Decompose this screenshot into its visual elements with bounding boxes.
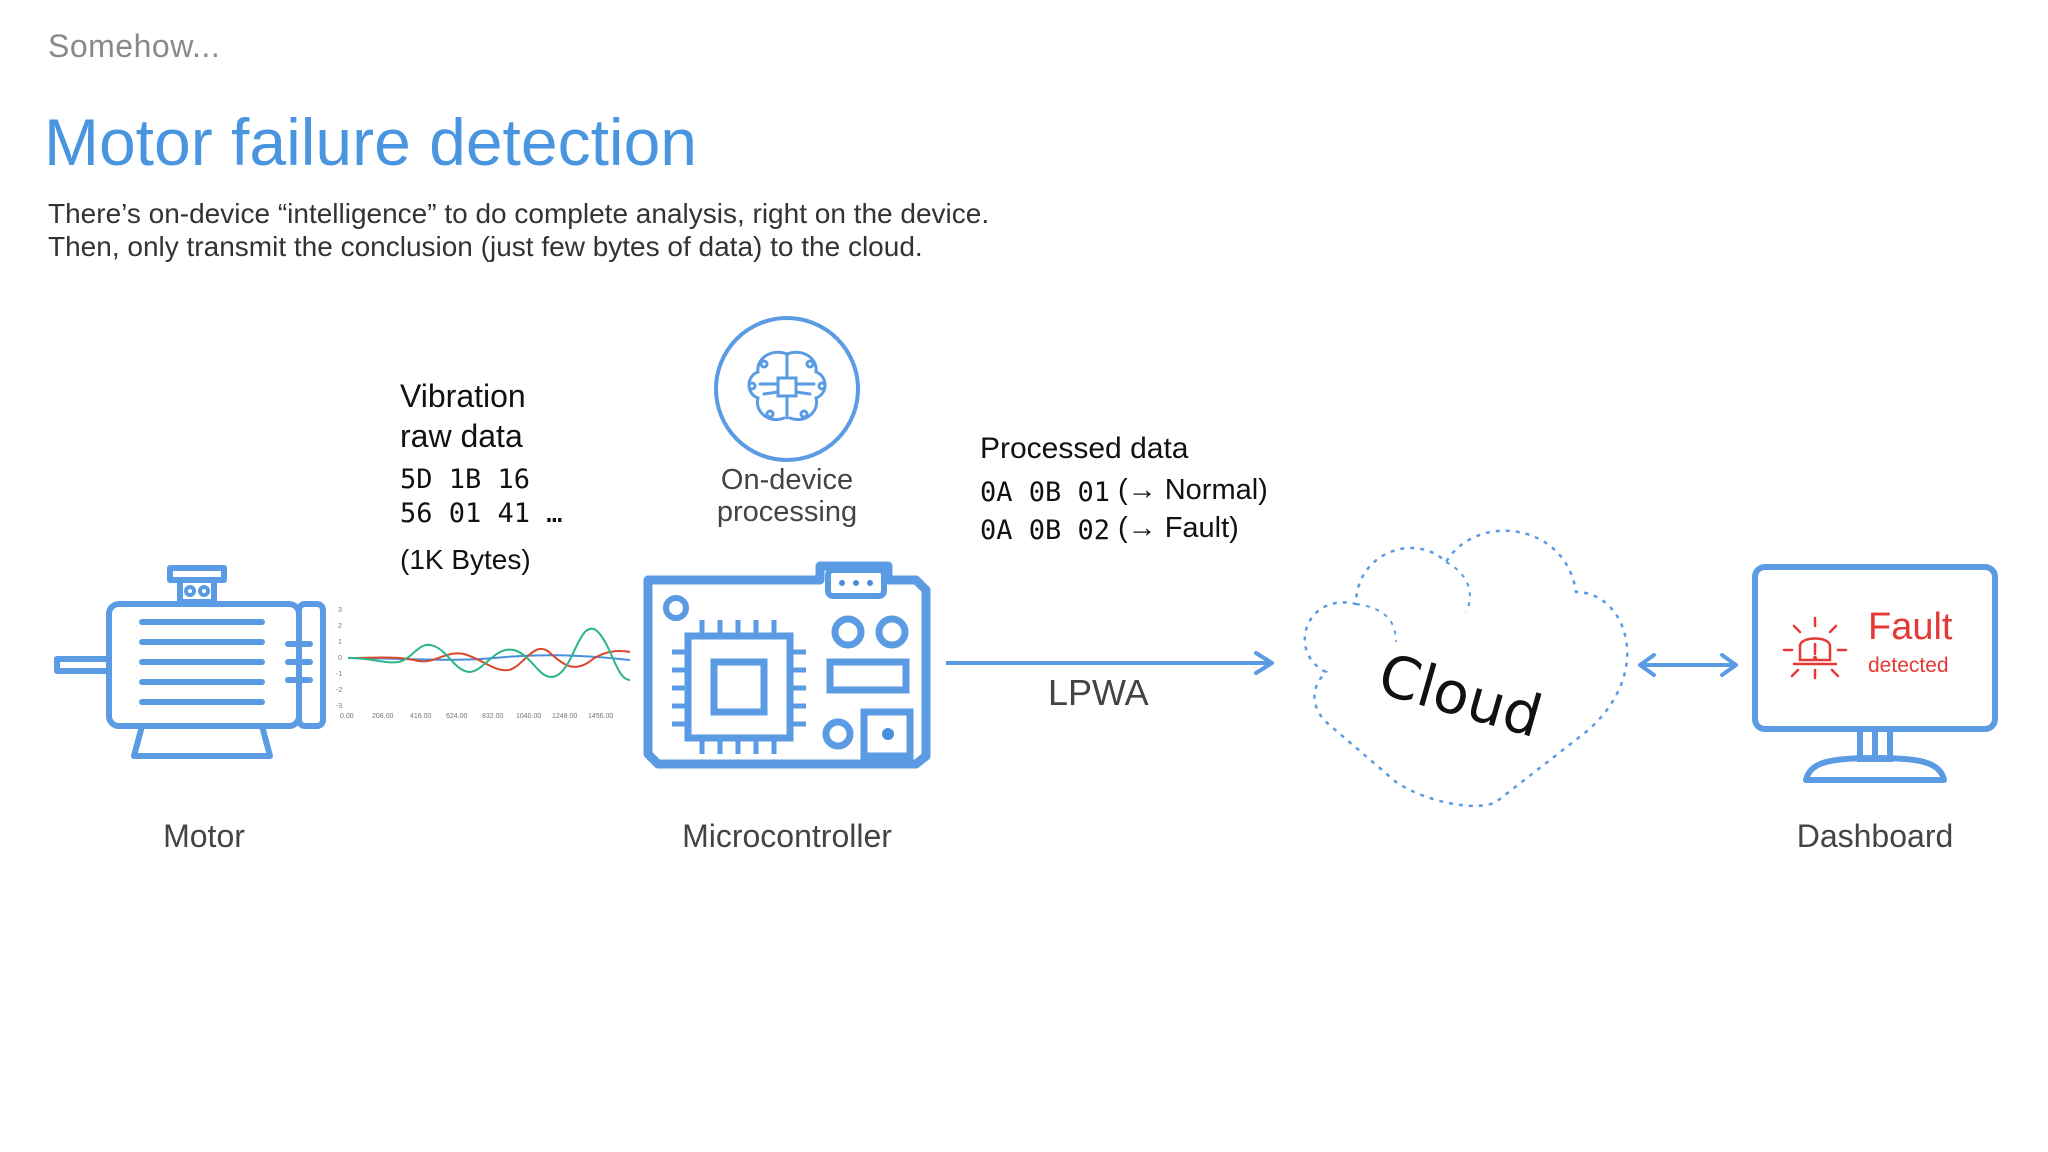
processed-hex-row1: 0A 0B 01 bbox=[980, 477, 1111, 508]
brain-chip-icon bbox=[714, 316, 860, 462]
raw-size-label: (1K Bytes) bbox=[400, 544, 531, 575]
processed-result-fault: (→ Fault) bbox=[1118, 512, 1239, 544]
x-tick-label: 0.00 bbox=[340, 713, 354, 720]
vibration-label-line1: Vibration bbox=[400, 378, 526, 414]
processing-label-line1: On-device bbox=[720, 464, 854, 496]
y-tick-label: 0 bbox=[338, 655, 342, 662]
y-tick-label: -3 bbox=[336, 703, 342, 710]
processing-label-line2: processing bbox=[716, 496, 858, 528]
bidirectional-arrow bbox=[1638, 653, 1738, 677]
y-tick-label: 1 bbox=[338, 639, 342, 646]
series-red-line bbox=[347, 648, 631, 672]
lpwa-arrow bbox=[946, 651, 1274, 675]
x-tick-label: 832.00 bbox=[482, 713, 504, 720]
caption-microcontroller: Microcontroller bbox=[682, 818, 892, 854]
y-tick-label: -1 bbox=[336, 671, 342, 678]
microcontroller-icon bbox=[643, 561, 931, 769]
dashboard-monitor-icon bbox=[1752, 564, 1998, 783]
processed-data-title: Processed data bbox=[980, 432, 1189, 465]
x-tick-label: 1248.00 bbox=[552, 713, 577, 720]
x-tick-label: 1456.00 bbox=[588, 713, 613, 720]
x-tick-label: 1040.00 bbox=[516, 713, 541, 720]
processed-result-normal: (→ Normal) bbox=[1118, 474, 1268, 506]
page-title: Motor failure detection bbox=[44, 105, 698, 179]
series-green-line bbox=[347, 627, 631, 681]
fault-alarm-icon bbox=[1782, 616, 1848, 680]
fault-subtitle: detected bbox=[1868, 654, 1949, 677]
x-tick-label: 208.00 bbox=[372, 713, 394, 720]
vibration-chart: 3 2 1 0 -1 -2 -3 0.00 208.00 416.00 624.… bbox=[336, 607, 631, 720]
description-line-1: There’s on-device “intelligence” to do c… bbox=[48, 198, 990, 229]
motor-icon bbox=[54, 565, 326, 759]
y-tick-label: 3 bbox=[338, 607, 342, 614]
x-tick-label: 416.00 bbox=[410, 713, 432, 720]
caption-motor: Motor bbox=[163, 818, 245, 854]
processed-hex-row2: 0A 0B 02 bbox=[980, 515, 1111, 546]
raw-hex-line2: 56 01 41 … bbox=[400, 498, 563, 529]
caption-dashboard: Dashboard bbox=[1796, 818, 1954, 854]
raw-hex-line1: 5D 1B 16 bbox=[400, 464, 531, 495]
y-tick-label: 2 bbox=[338, 623, 342, 630]
lpwa-label: LPWA bbox=[1048, 672, 1149, 713]
x-tick-label: 624.00 bbox=[446, 713, 468, 720]
y-tick-label: -2 bbox=[336, 687, 342, 694]
vibration-label-line2: raw data bbox=[400, 418, 523, 454]
description-line-2: Then, only transmit the conclusion (just… bbox=[48, 231, 923, 262]
fault-title: Fault bbox=[1868, 606, 1953, 648]
eyebrow-text: Somehow... bbox=[48, 28, 221, 64]
cloud-icon bbox=[1303, 529, 1629, 808]
